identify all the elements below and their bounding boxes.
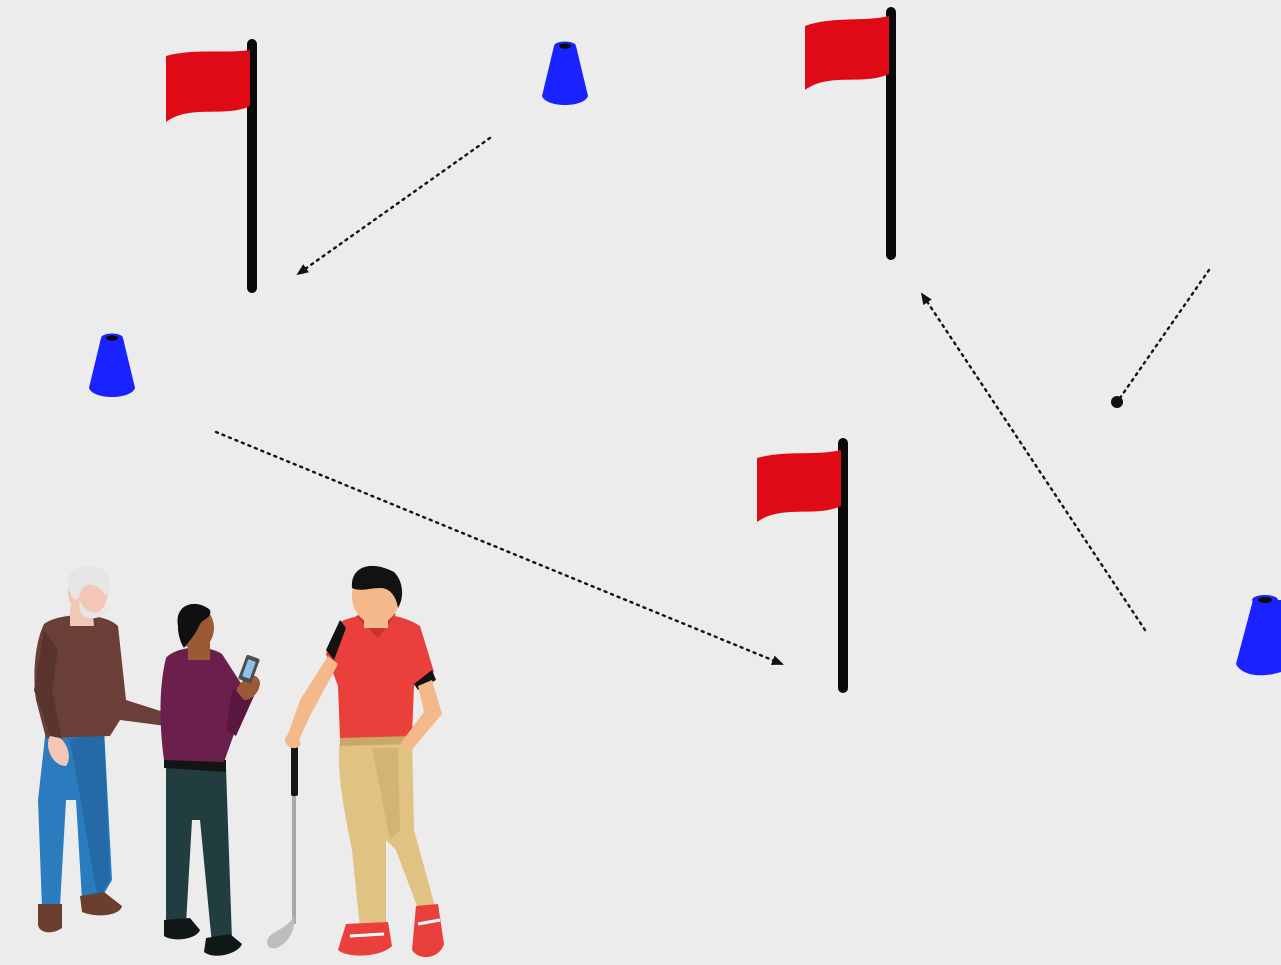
person-icon bbox=[34, 566, 189, 933]
paths-layer bbox=[214, 136, 1211, 666]
golf-flag-icon bbox=[805, 7, 896, 260]
golfer-with-club-icon bbox=[285, 565, 444, 958]
person-with-phone-icon bbox=[160, 603, 260, 956]
training-cone-icon bbox=[1236, 595, 1281, 676]
golf-flag-icon bbox=[757, 438, 848, 693]
golf-flag-icon bbox=[166, 39, 257, 293]
path-start bbox=[1118, 268, 1211, 400]
training-cone-icon bbox=[89, 333, 135, 397]
path-cone-to-flag-1 bbox=[296, 136, 492, 276]
path-cone-to-flag-3 bbox=[214, 430, 784, 666]
golf-club-icon bbox=[267, 744, 298, 949]
path-cone-to-flag-2 bbox=[920, 292, 1147, 632]
path-start-dot bbox=[1111, 396, 1123, 408]
people-group bbox=[34, 565, 444, 958]
training-cone-icon bbox=[542, 41, 588, 105]
